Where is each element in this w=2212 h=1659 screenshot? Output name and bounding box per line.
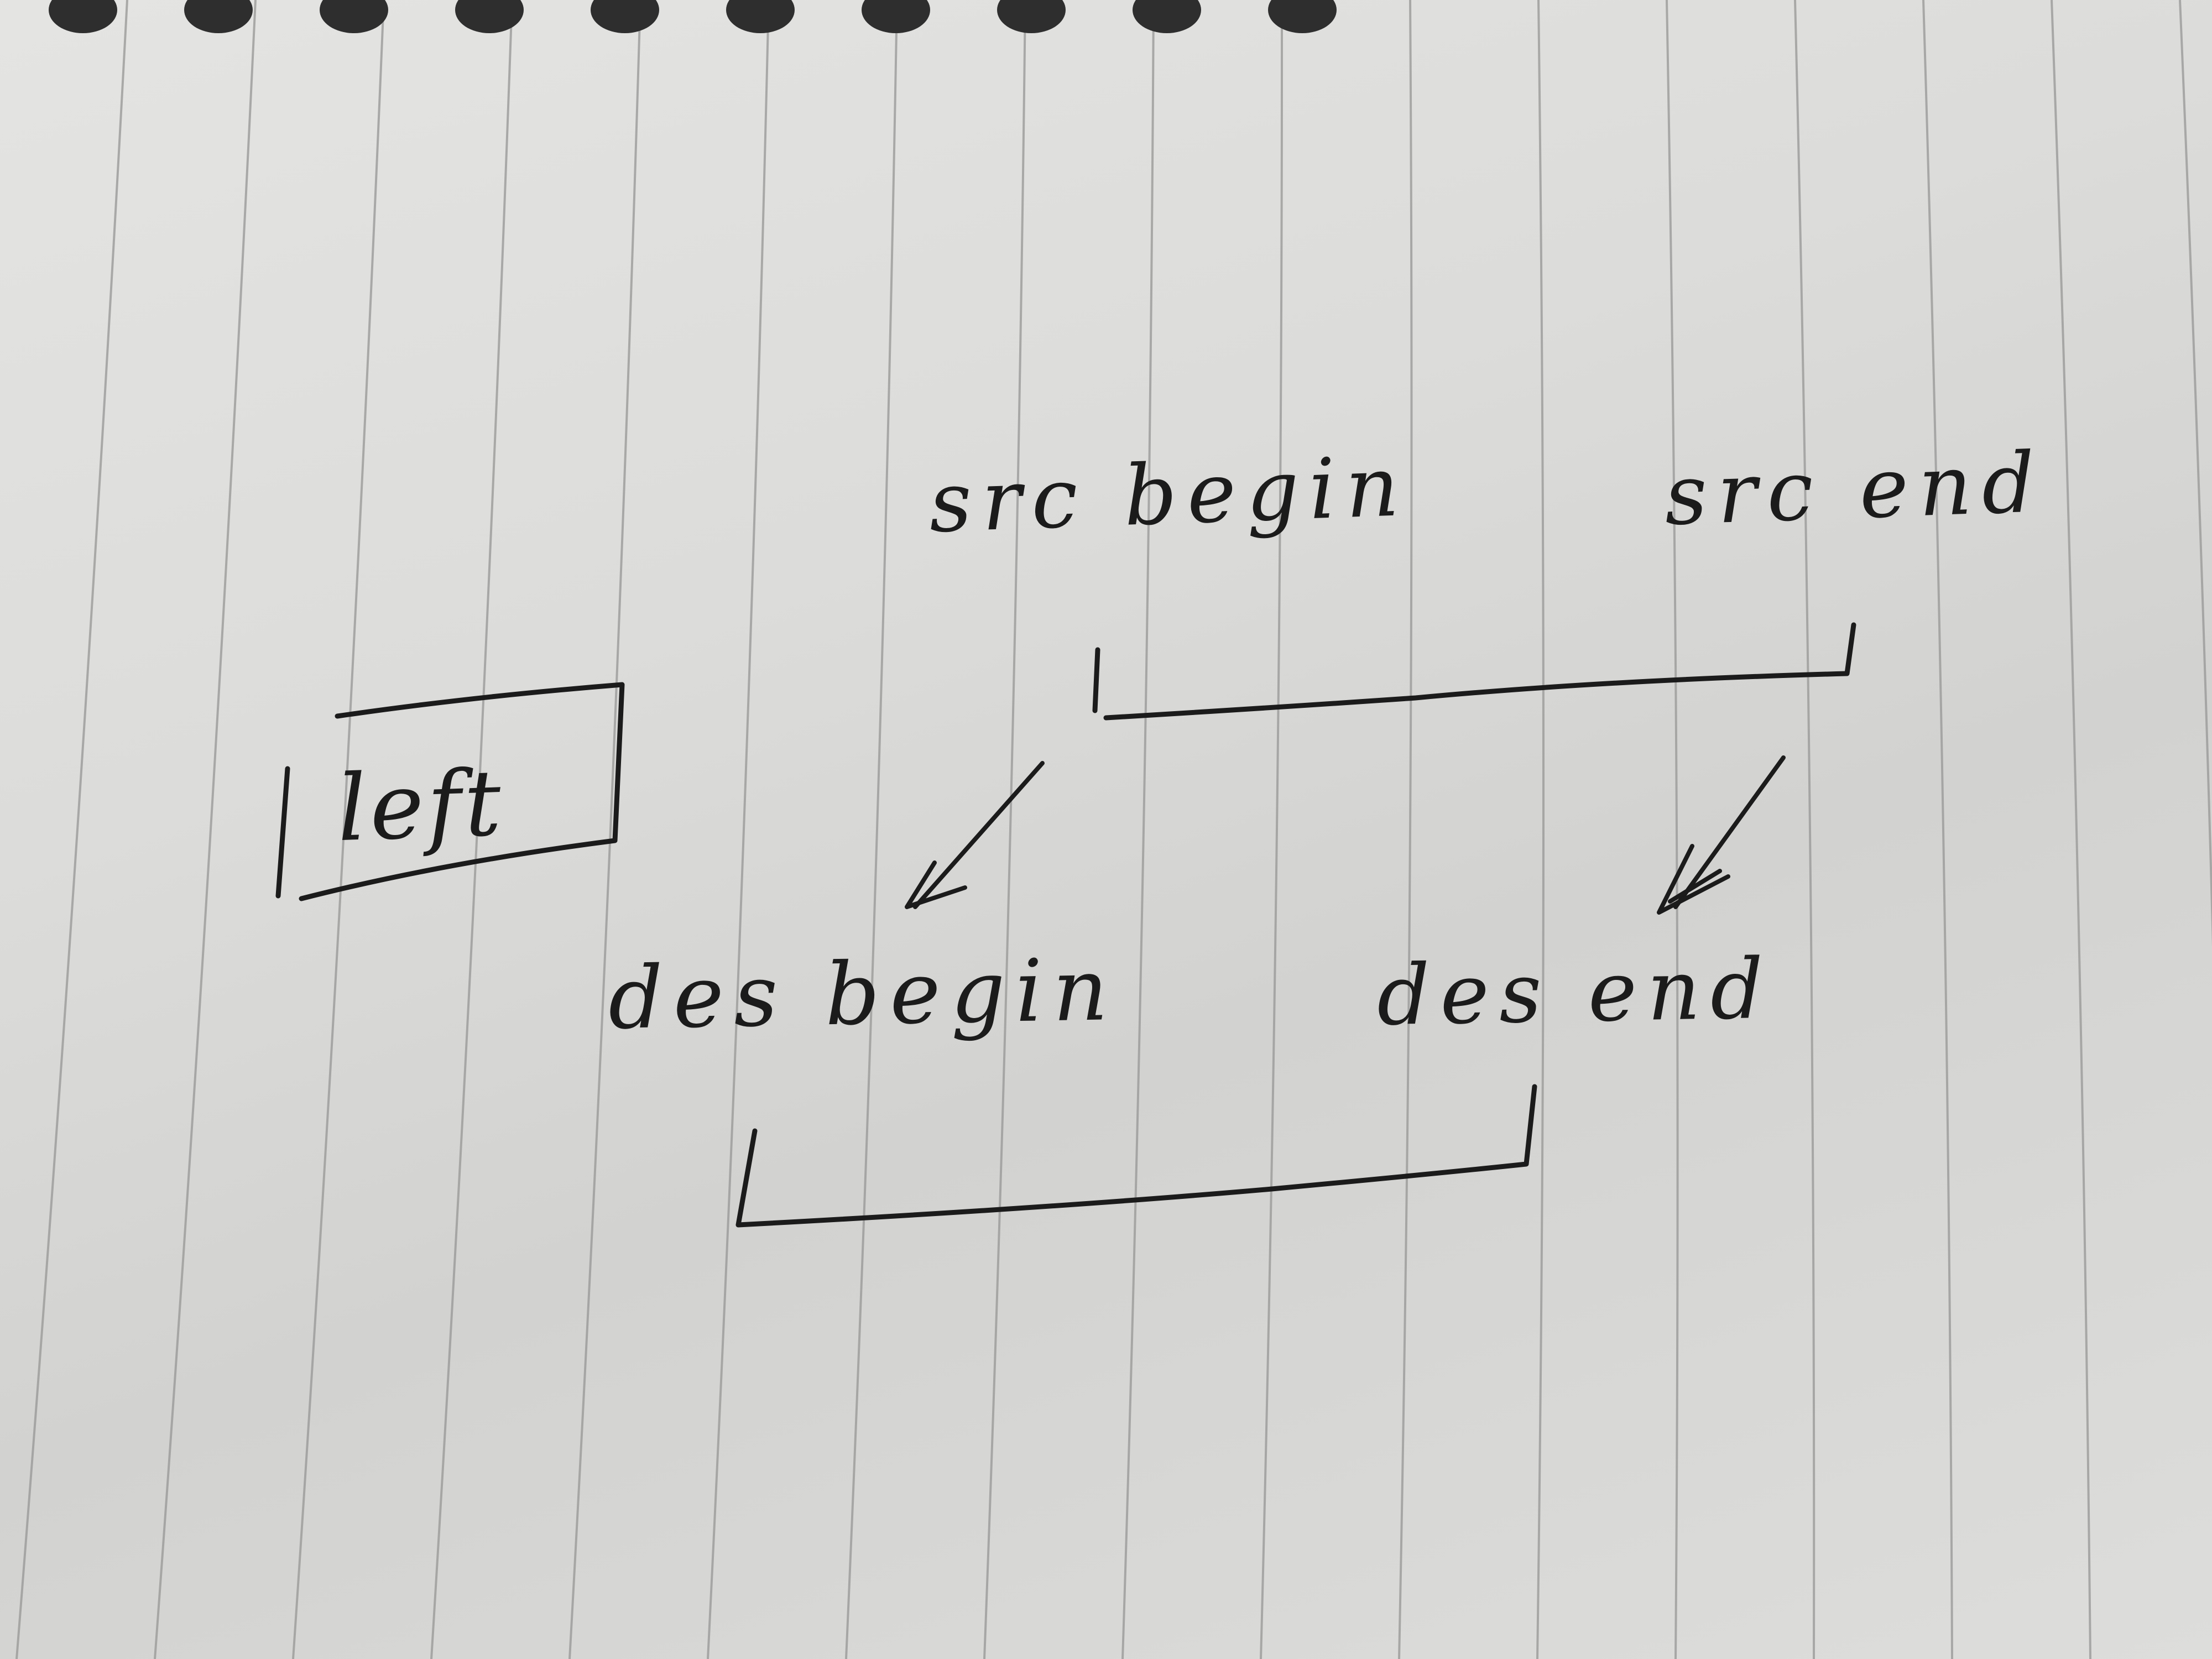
left-box bbox=[275, 682, 625, 901]
label-des-begin: des begin bbox=[607, 939, 1119, 1049]
spiral-ring bbox=[726, 0, 795, 33]
ruling-line bbox=[2051, 0, 2091, 1659]
ruling-line bbox=[292, 0, 385, 1659]
src-range-bracket bbox=[1092, 622, 1856, 721]
ruling-line bbox=[983, 0, 1026, 1659]
ruling-line bbox=[154, 0, 257, 1659]
spiral-ring bbox=[320, 0, 388, 33]
ruling-line bbox=[1121, 0, 1155, 1659]
spiral-ring bbox=[862, 0, 930, 33]
des-range-bracket bbox=[735, 1084, 1537, 1228]
ruling-line bbox=[1794, 0, 1815, 1659]
spiral-ring bbox=[997, 0, 1066, 33]
label-left: left bbox=[335, 749, 507, 862]
spiral-ring bbox=[1268, 0, 1337, 33]
spiral-ring bbox=[591, 0, 659, 33]
ruling-line bbox=[1666, 0, 1679, 1659]
label-des-end: des end bbox=[1376, 941, 1775, 1045]
spiral-ring bbox=[455, 0, 524, 33]
label-src-begin: src begin bbox=[927, 438, 1411, 552]
ruling-line bbox=[707, 0, 770, 1659]
spiral-ring bbox=[49, 0, 117, 33]
spiral-binding bbox=[49, 0, 1337, 33]
ruling-line bbox=[430, 0, 513, 1659]
ruling-line bbox=[1260, 0, 1284, 1659]
ruling-line bbox=[1536, 0, 1545, 1659]
ruling-line bbox=[1398, 0, 1413, 1659]
arrow-down-left-icon bbox=[1657, 755, 1786, 915]
notebook-ruling bbox=[15, 0, 2212, 1659]
label-src-end: src end bbox=[1663, 435, 2047, 544]
ruling-line bbox=[845, 0, 898, 1659]
spiral-ring bbox=[1133, 0, 1201, 33]
ruling-line bbox=[2179, 0, 2212, 947]
spiral-ring bbox=[184, 0, 253, 33]
ruling-line bbox=[15, 0, 128, 1659]
ruling-line bbox=[568, 0, 641, 1659]
ruling-line bbox=[1922, 0, 1953, 1659]
arrow-down-left-icon bbox=[905, 761, 1045, 909]
